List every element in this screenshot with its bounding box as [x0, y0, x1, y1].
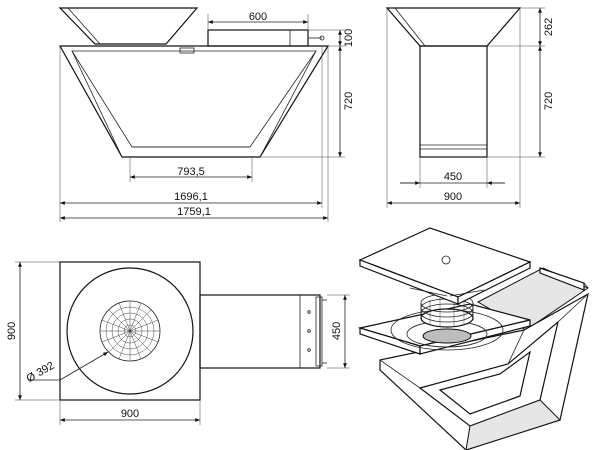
dim-side-450-label: 450	[444, 171, 462, 183]
dim-front-1696: 1696,1	[59, 46, 323, 222]
side-view: 262 720 450 900	[385, 7, 555, 208]
front-bowl	[58, 7, 199, 45]
dim-front-600: 600	[207, 11, 309, 30]
dim-front-1696-label: 1696,1	[174, 191, 208, 203]
dim-front-793-label: 793,5	[177, 166, 205, 178]
dim-side-262: 262	[487, 7, 555, 47]
dim-side-720-label: 720	[543, 92, 555, 110]
front-side-shelf	[207, 29, 309, 47]
dim-top-diameter: Ø 392	[25, 351, 109, 385]
dim-front-720: 720	[260, 46, 355, 158]
iso-view	[357, 227, 590, 450]
dim-top-900-left-label: 900	[6, 322, 18, 340]
side-body	[419, 45, 488, 158]
front-view: 600 100 720 793,5 1696,1	[58, 7, 355, 222]
dim-front-720-label: 720	[343, 92, 355, 110]
side-bowl	[385, 7, 522, 47]
iso-lid-plate	[358, 227, 532, 298]
dim-front-1759-label: 1759,1	[177, 206, 211, 218]
dim-front-100-label: 100	[343, 29, 355, 47]
front-fitting	[179, 47, 195, 54]
dim-front-600-label: 600	[249, 11, 267, 23]
iso-lid-hole	[441, 255, 451, 265]
dim-front-100: 100	[308, 29, 355, 47]
dim-side-900-label: 900	[444, 191, 462, 203]
dim-top-900-left: 900	[6, 261, 60, 401]
dim-front-793: 793,5	[129, 157, 253, 182]
dim-side-900: 900	[386, 8, 521, 208]
dim-front-1759: 1759,1	[60, 46, 329, 222]
dim-top-diameter-label: Ø 392	[25, 360, 57, 385]
dim-top-450-label: 450	[331, 322, 343, 340]
iso-grate-stack	[420, 293, 474, 328]
dim-side-450: 450	[400, 157, 505, 188]
front-body	[58, 45, 330, 158]
dim-top-450: 450	[327, 294, 350, 369]
top-bowl-circle	[66, 267, 194, 395]
top-grate	[99, 300, 161, 362]
top-view: 900 Ø 392 900 450	[6, 261, 350, 425]
dim-side-262-label: 262	[543, 18, 555, 36]
dim-top-900-bottom-label: 900	[121, 408, 139, 420]
dim-side-720: 720	[487, 46, 555, 158]
dim-top-900-bottom: 900	[59, 400, 201, 425]
top-side-shelf	[199, 294, 321, 369]
